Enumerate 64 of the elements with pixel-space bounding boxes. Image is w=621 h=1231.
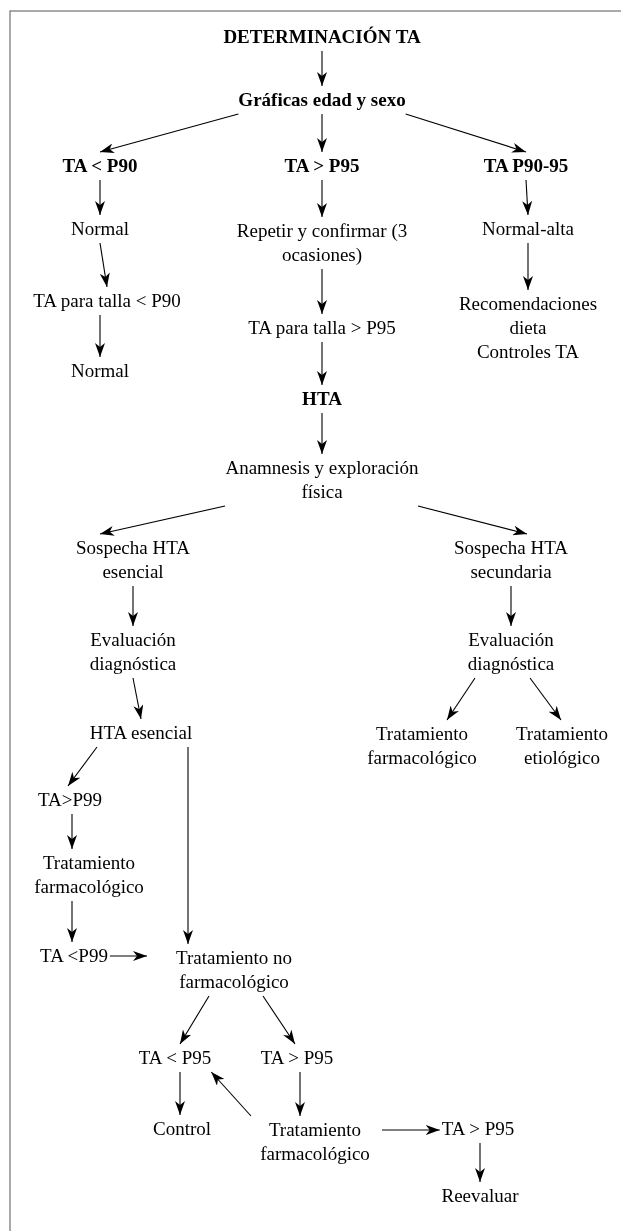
arrow: [475, 1142, 485, 1183]
heading-text: TA > P95: [284, 154, 360, 178]
arrow: [317, 268, 327, 315]
step-text: Evaluación diagnóstica: [88, 628, 178, 676]
arrow: [317, 50, 327, 87]
arrow: [109, 951, 148, 961]
step-text: Normal: [71, 359, 129, 383]
step-text: HTA esencial: [89, 721, 193, 745]
step-text: Repetir y confirmar (3 ocasiones): [235, 219, 409, 267]
heading-text: HTA: [302, 387, 342, 411]
arrow: [381, 1125, 441, 1135]
step-text: Recomendaciones dieta: [457, 292, 599, 340]
arrow: [522, 179, 533, 216]
step-text: Tratamiento farmacológico: [366, 722, 478, 770]
arrow: [67, 900, 77, 943]
arrow: [295, 1071, 305, 1117]
step-text: TA <P99: [40, 944, 108, 968]
arrow: [506, 585, 516, 627]
step-text: Reevaluar: [441, 1184, 519, 1208]
arrow: [317, 341, 327, 386]
step-text: Tratamiento farmacológico: [259, 1118, 371, 1166]
arrow: [317, 179, 327, 218]
arrow: [179, 995, 210, 1045]
step-text: Normal: [71, 217, 129, 241]
step-text: Sospecha HTA secundaria: [452, 536, 569, 584]
arrow: [99, 113, 239, 154]
arrow: [446, 677, 476, 721]
arrow: [523, 242, 533, 291]
heading-text: Gráficas edad y sexo: [238, 88, 406, 112]
arrow: [175, 1071, 185, 1116]
step-text: Tratamiento farmacológico: [33, 851, 145, 899]
arrow: [210, 1071, 252, 1117]
arrow: [95, 314, 105, 358]
arrow: [99, 505, 226, 536]
arrow: [417, 505, 528, 536]
arrow: [317, 113, 327, 153]
arrow: [405, 113, 527, 153]
arrow: [67, 746, 98, 787]
arrow: [99, 242, 110, 288]
arrow: [317, 412, 327, 455]
step-text: Tratamiento etiológico: [514, 722, 610, 770]
step-text: TA>P99: [37, 788, 103, 812]
step-text: Tratamiento no farmacológico: [175, 946, 293, 994]
arrow: [95, 179, 105, 216]
heading-text: TA P90-95: [483, 154, 569, 178]
step-text: Sospecha HTA esencial: [74, 536, 191, 584]
step-text: TA > P95: [441, 1117, 515, 1141]
arrow: [128, 585, 138, 627]
step-text: Evaluación diagnóstica: [466, 628, 556, 676]
step-text: TA > P95: [260, 1046, 334, 1070]
step-text: Controles TA: [475, 340, 581, 364]
heading-text: DETERMINACIÓN TA: [223, 25, 421, 49]
arrow: [67, 813, 77, 850]
step-text: Control: [152, 1117, 212, 1141]
arrow: [183, 746, 193, 945]
arrow: [262, 995, 296, 1045]
step-text: TA para talla < P90: [33, 289, 181, 313]
arrow: [132, 677, 144, 720]
step-text: Normal-alta: [482, 217, 574, 241]
step-text: TA para talla > P95: [248, 316, 396, 340]
step-text: TA < P95: [138, 1046, 212, 1070]
arrow: [529, 677, 562, 721]
heading-text: TA < P90: [62, 154, 138, 178]
step-text: Anamnesis y exploración física: [224, 456, 420, 504]
